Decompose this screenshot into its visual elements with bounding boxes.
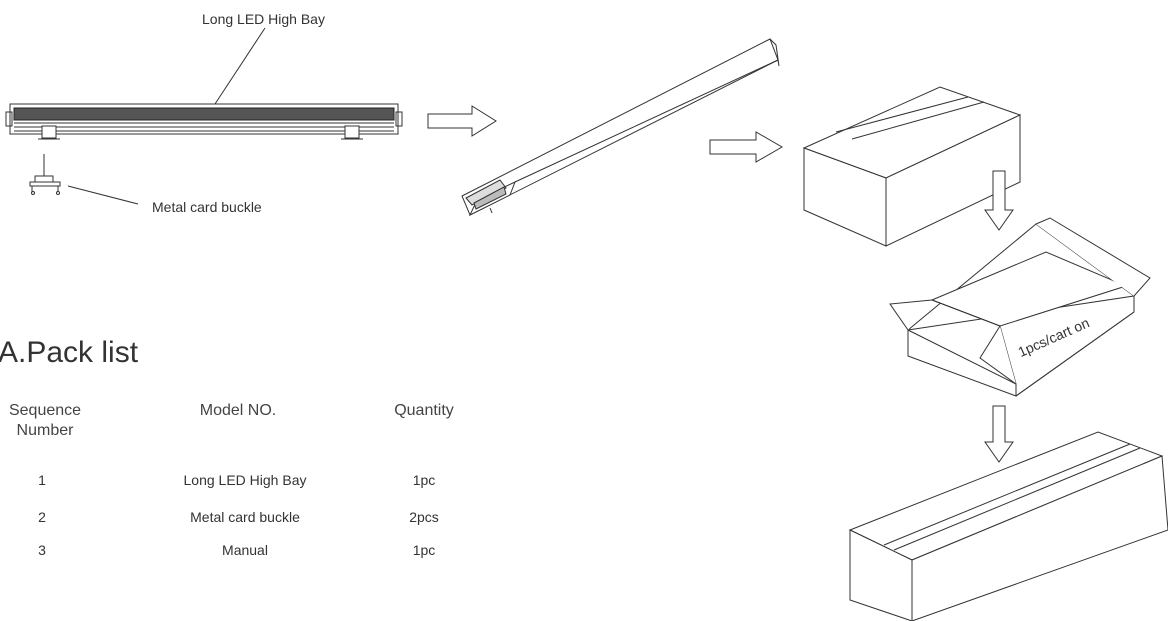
buckle-label: Metal card buckle xyxy=(152,199,262,215)
header-sequence-line2: Number xyxy=(16,422,74,439)
header-model-no: Model NO. xyxy=(199,402,277,419)
open-carton-box xyxy=(889,217,1151,397)
row-model: Manual xyxy=(222,542,268,558)
row-qty: 1pc xyxy=(412,472,436,488)
metal-buckle-drawing xyxy=(29,154,61,195)
fixture-label: Long LED High Bay xyxy=(202,11,325,27)
arrow-down-icon xyxy=(984,405,1014,463)
arrow-right-icon xyxy=(709,131,784,163)
master-carton-box xyxy=(848,431,1168,621)
fixture-leader-line xyxy=(214,27,266,105)
row-seq: 1 xyxy=(38,472,46,488)
pack-list-title: A.Pack list xyxy=(0,336,139,369)
buckle-leader-line xyxy=(67,185,139,205)
inner-tube-box xyxy=(461,38,780,217)
header-quantity: Quantity xyxy=(394,402,454,419)
row-seq: 2 xyxy=(38,509,46,525)
arrow-right-icon xyxy=(427,105,497,137)
row-model: Metal card buckle xyxy=(190,509,300,525)
row-qty: 2pcs xyxy=(409,509,439,525)
middle-carton-box xyxy=(802,86,1022,247)
row-model: Long LED High Bay xyxy=(183,472,307,488)
row-qty: 1pc xyxy=(412,542,436,558)
header-sequence-number: Sequence Number xyxy=(0,401,100,441)
arrow-down-icon xyxy=(984,170,1014,231)
row-seq: 3 xyxy=(38,542,46,558)
led-high-bay-drawing xyxy=(5,103,403,140)
header-sequence-line1: Sequence xyxy=(8,402,82,419)
